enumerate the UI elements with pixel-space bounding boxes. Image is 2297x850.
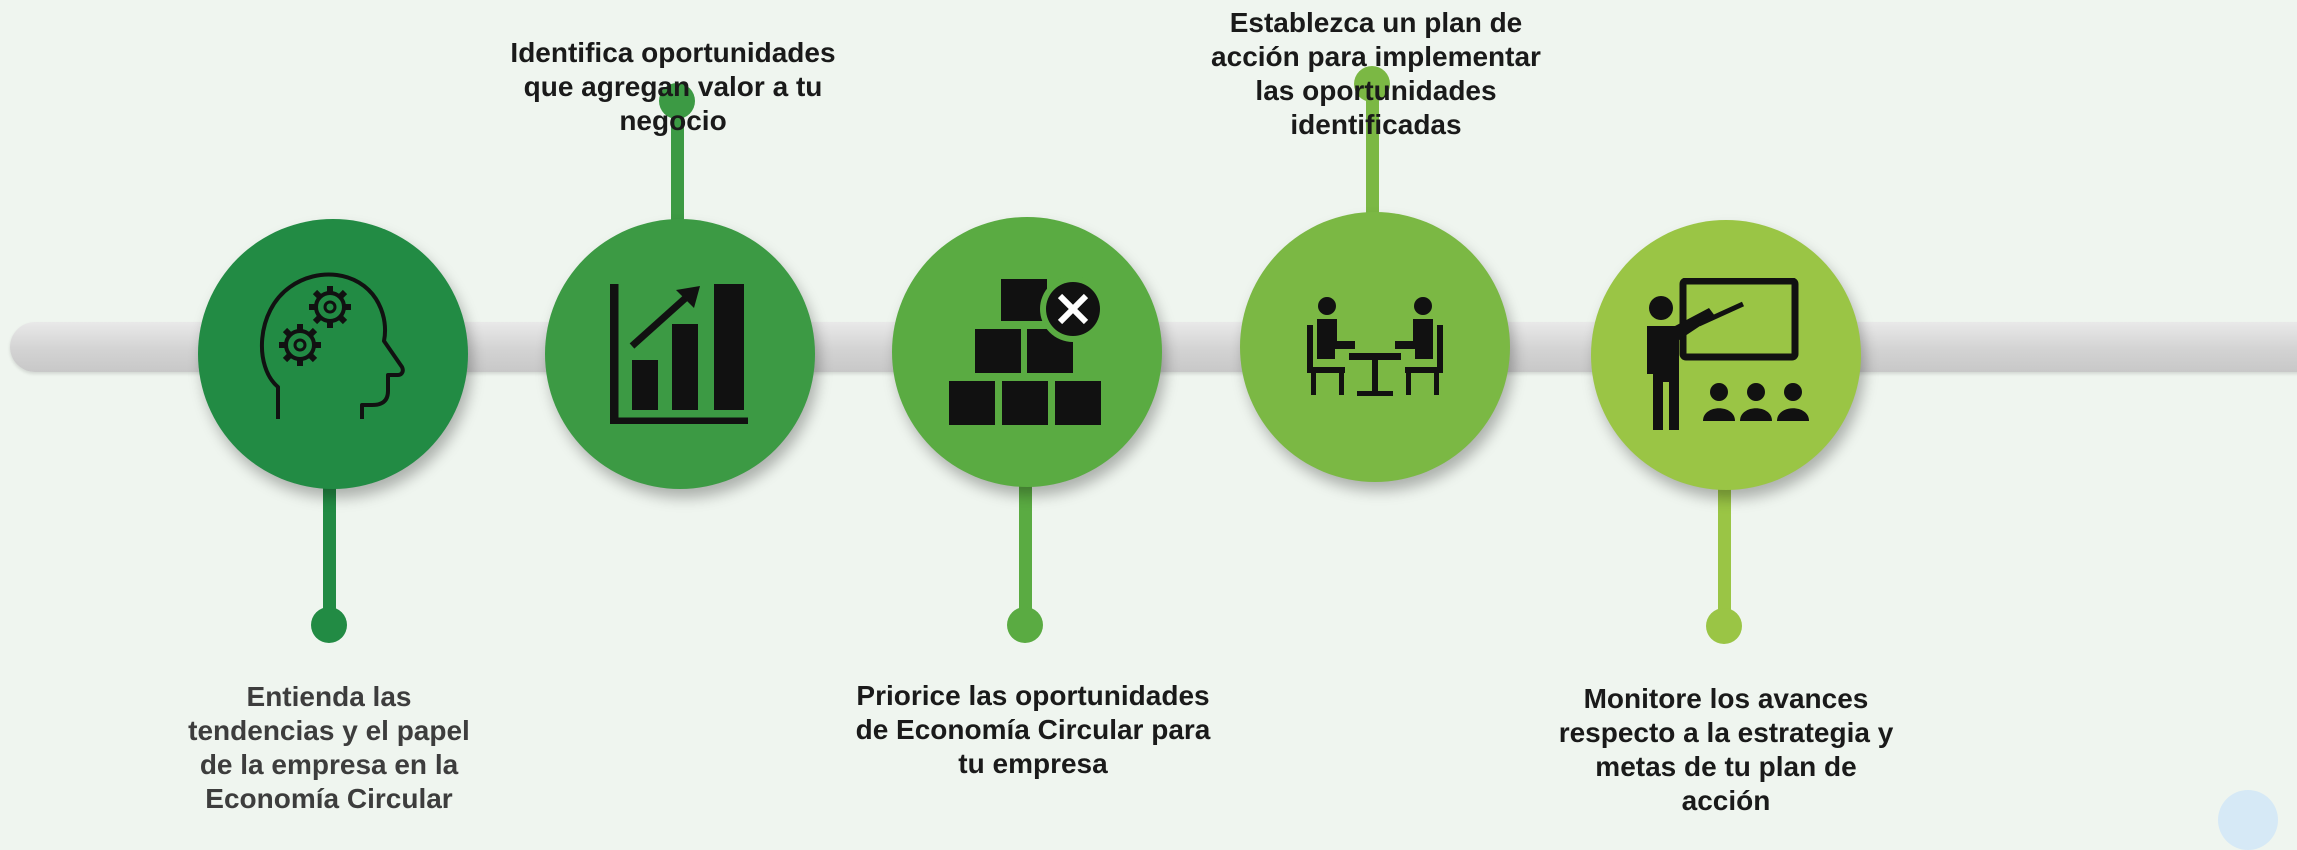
step-4-connector [1366,100,1379,225]
step-4-label: Establezca un plan de acción para implem… [1211,7,1541,140]
step-1-circle [198,219,468,489]
step-3-connector [1019,470,1032,625]
step-1-connector [323,470,336,625]
step-5-connector [1718,470,1731,627]
step-2-circle [545,219,815,489]
step-1-connector-dot [311,607,347,643]
step-5-connector-dot [1706,608,1742,644]
step-4-circle [1240,212,1510,482]
boxes-x-icon [949,277,1106,425]
growth-chart-icon [610,284,748,424]
step-2-connector [671,100,684,225]
step-5-label: Monitore los avances respecto a la estra… [1558,683,1894,816]
presentation-icon [1646,277,1809,430]
step-3-label: Priorice las oportunidades de Economía C… [855,680,1211,779]
step-3-circle [892,217,1162,487]
meeting-icon [1307,297,1443,396]
step-4-connector-dot [1354,66,1390,102]
step-1-label: Entienda las tendencias y el papel de la… [188,681,470,814]
step-5-circle [1591,220,1861,490]
step-2-connector-dot [659,83,695,119]
step-2-label: Identifica oportunidades que agregan val… [510,37,836,136]
corner-decoration [2218,790,2278,850]
step-3-connector-dot [1007,607,1043,643]
head-gears-icon [259,272,405,419]
